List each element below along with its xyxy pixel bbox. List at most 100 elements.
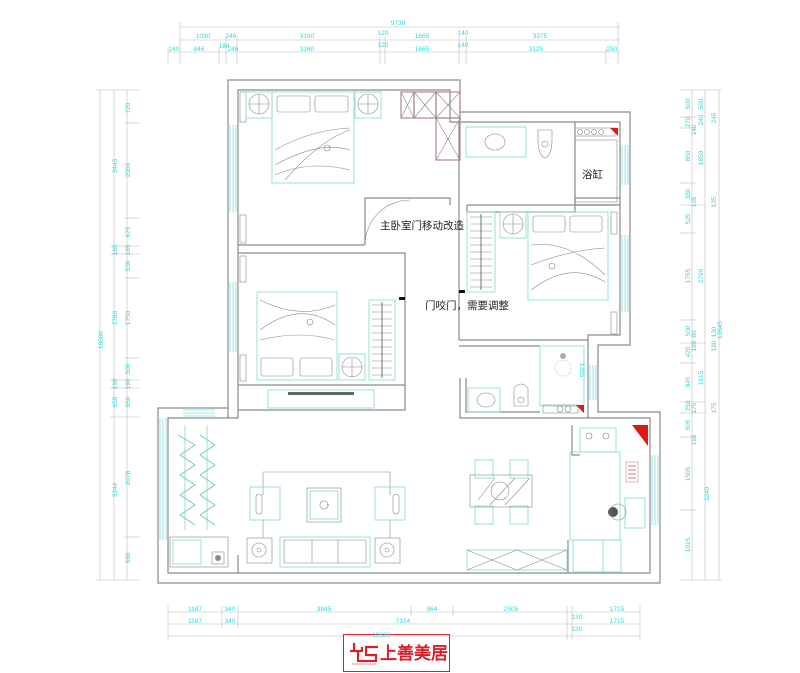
svg-text:190: 190 xyxy=(112,378,119,389)
svg-text:1650: 1650 xyxy=(698,150,705,165)
window-shower-right xyxy=(589,365,597,400)
svg-text:3240: 3240 xyxy=(704,486,711,501)
svg-text:3244: 3244 xyxy=(112,482,119,497)
svg-text:130: 130 xyxy=(572,614,583,621)
bottom-dimensions: 1187 340 3845 964 2505 130 1715 1187 340… xyxy=(167,606,641,640)
svg-text:675: 675 xyxy=(125,226,132,237)
window-kitchen-right xyxy=(651,455,659,525)
svg-text:10645: 10645 xyxy=(717,321,724,339)
nightstand-3 xyxy=(499,211,527,239)
second-bedroom xyxy=(256,291,405,409)
dining-table xyxy=(469,474,533,508)
svg-text:2790: 2790 xyxy=(698,268,705,283)
window-bath-right xyxy=(621,145,629,185)
svg-text:500: 500 xyxy=(685,98,692,109)
svg-text:246: 246 xyxy=(228,46,239,53)
door-stop xyxy=(399,297,405,300)
svg-text:1365: 1365 xyxy=(578,363,585,378)
double-bed-3 xyxy=(527,211,609,301)
window-third-right xyxy=(621,235,629,312)
svg-text:120: 120 xyxy=(378,30,389,37)
svg-text:130: 130 xyxy=(572,626,583,633)
living-room xyxy=(169,425,406,568)
svg-text:2786: 2786 xyxy=(112,310,119,325)
svg-text:240: 240 xyxy=(698,114,705,125)
svg-text:9736: 9736 xyxy=(391,20,406,27)
vanity xyxy=(465,126,527,158)
master-bathroom: 浴缸 xyxy=(465,126,618,203)
svg-text:3845: 3845 xyxy=(317,606,332,613)
master-door-swing xyxy=(364,199,411,246)
svg-text:1187: 1187 xyxy=(188,618,202,625)
toilet xyxy=(537,129,553,159)
sofa xyxy=(279,536,371,568)
svg-text:135: 135 xyxy=(691,196,698,207)
door-stop-2 xyxy=(459,290,465,293)
sink xyxy=(624,497,646,529)
svg-text:1665: 1665 xyxy=(415,46,430,53)
side-table-left xyxy=(246,537,273,564)
svg-text:1750: 1750 xyxy=(125,310,132,325)
svg-text:1715: 1715 xyxy=(610,618,625,625)
svg-text:650: 650 xyxy=(112,396,119,407)
toilet-2 xyxy=(513,383,529,407)
svg-text:2505: 2505 xyxy=(504,606,519,613)
vanity-2 xyxy=(467,387,501,413)
svg-text:1665: 1665 xyxy=(415,33,430,40)
svg-text:184: 184 xyxy=(219,43,230,50)
windows xyxy=(159,125,659,540)
master-bedroom: 主卧室门移动改造 xyxy=(245,91,464,246)
wardrobe-master xyxy=(400,91,461,161)
svg-text:846: 846 xyxy=(194,46,205,53)
third-bedroom: 门咬门，需要调整 xyxy=(425,211,609,312)
svg-text:2078: 2078 xyxy=(125,470,132,485)
svg-text:340: 340 xyxy=(225,606,236,613)
svg-text:500: 500 xyxy=(698,98,705,109)
left-dimensions: 10500 3445 185 2786 190 650 3244 720 205… xyxy=(96,89,140,581)
svg-text:3160: 3160 xyxy=(300,46,315,53)
master-door-note: 主卧室门移动改造 xyxy=(380,219,464,232)
right-dimensions: 10645 500 270 850 380 525 1755 500 420 8… xyxy=(680,89,724,581)
sideboard xyxy=(466,549,568,571)
svg-text:850: 850 xyxy=(685,150,692,161)
svg-text:650: 650 xyxy=(125,396,132,407)
fridge xyxy=(572,539,604,573)
door-conflict-note: 门咬门，需要调整 xyxy=(425,299,509,312)
svg-text:175: 175 xyxy=(711,402,718,413)
svg-text:175: 175 xyxy=(691,402,698,413)
nightstand-right xyxy=(354,91,382,119)
svg-text:3445: 3445 xyxy=(112,158,119,173)
svg-text:140: 140 xyxy=(458,30,469,37)
svg-text:180: 180 xyxy=(711,340,718,351)
radiators xyxy=(239,91,618,382)
svg-text:1030: 1030 xyxy=(196,33,211,40)
second-bathroom: 1365 xyxy=(467,345,585,414)
svg-text:1015: 1015 xyxy=(685,537,692,552)
svg-text:1505: 1505 xyxy=(685,466,692,481)
cooktop xyxy=(579,427,617,453)
side-table-right xyxy=(374,537,401,564)
svg-text:80: 80 xyxy=(691,330,698,338)
svg-text:340: 340 xyxy=(225,618,236,625)
window-master-left xyxy=(229,125,237,212)
bathtub xyxy=(574,139,618,203)
svg-text:1615: 1615 xyxy=(698,370,705,385)
svg-text:525: 525 xyxy=(685,213,692,224)
svg-text:3125: 3125 xyxy=(529,46,544,53)
kitchen xyxy=(569,425,648,573)
svg-text:500: 500 xyxy=(685,325,692,336)
tv-cabinet xyxy=(267,389,375,409)
tv xyxy=(288,392,354,395)
svg-text:845: 845 xyxy=(685,376,692,387)
bathtub-label: 浴缸 xyxy=(582,168,603,181)
window-balcony xyxy=(159,409,215,540)
flue-marker xyxy=(632,425,648,446)
total-width-dimension: 10686 xyxy=(372,632,391,639)
coffee-table xyxy=(306,487,342,523)
kitchen-counter xyxy=(569,451,621,541)
svg-text:240: 240 xyxy=(169,46,180,53)
svg-text:140: 140 xyxy=(691,124,698,135)
balcony-plants xyxy=(177,425,216,530)
svg-text:165: 165 xyxy=(691,434,698,445)
svg-text:505: 505 xyxy=(685,419,692,430)
